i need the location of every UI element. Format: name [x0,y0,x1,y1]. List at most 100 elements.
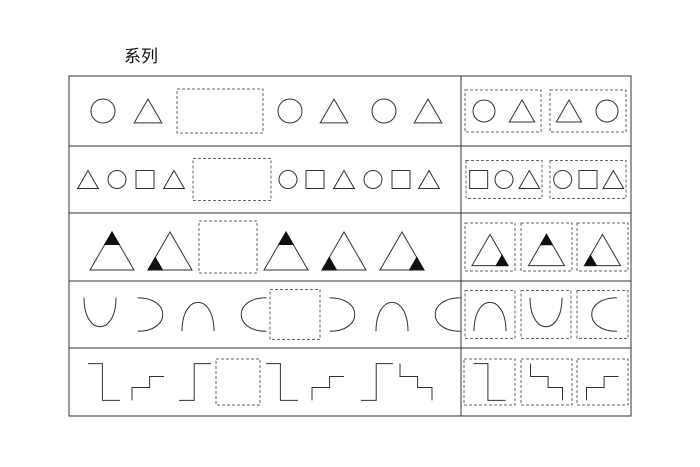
step-line [399,363,433,401]
triangle-outline [555,99,583,123]
square-outline [305,170,325,189]
triangle-outline [379,230,425,271]
outer-frame [68,75,632,417]
triangle-right-black-shape [471,233,509,267]
circle-shape [371,98,397,124]
arc-curve [375,302,409,332]
page-title: 系列 [124,47,158,67]
circle-outline [363,170,383,189]
triangle-outline [413,98,443,124]
circle-outline [595,99,619,123]
triangle-top-black-shape [263,230,309,271]
square-shape [578,170,598,189]
triangle-outline [89,230,135,271]
answer-option-box [576,358,629,406]
arc-curve [137,297,164,332]
triangle-shape [413,98,443,124]
answer-option-box [520,358,573,406]
arc-curve [434,297,461,332]
arc-open-down-shape [181,302,215,332]
answer-blank-box [269,289,321,340]
answer-option-box [520,290,572,339]
black-corner [103,230,121,246]
triangle-outline [583,233,622,267]
arc-open-left-shape [329,297,356,332]
circle-outline [90,98,116,124]
step-a-shape [473,363,506,401]
triangle-left-black-shape [147,230,193,271]
arc-curve [83,297,117,327]
step-b-shape [311,375,344,401]
answer-blank-box [192,158,272,201]
answer-option [576,222,629,272]
circle-shape [494,170,514,189]
arc-curve [529,297,563,327]
triangle-left-black-shape [321,230,367,271]
step-line [179,363,211,401]
answer-blank [198,220,258,274]
answer-option-box [463,358,516,406]
answer-option-box [576,290,629,339]
black-corner [408,256,425,271]
circle-shape [90,98,116,124]
step-line [530,363,563,401]
circle-shape [472,99,496,123]
circle-shape [595,99,619,123]
triangle-outline [162,169,186,189]
triangle-outline [321,230,367,271]
circle-shape [363,170,383,189]
step-line [361,363,393,401]
circle-shape [553,170,573,189]
circle-outline [553,170,573,189]
triangle-shape [518,169,541,189]
step-c-shape [179,363,211,401]
answer-option [463,358,516,406]
black-corner [539,233,554,246]
black-corner [277,230,295,246]
triangle-outline [332,169,356,189]
arc-open-right-shape [240,297,267,332]
answer-option-box [549,160,627,199]
step-d-shape [530,363,563,401]
square-outline [135,170,155,189]
arc-open-down-shape [473,302,507,332]
triangle-shape [76,169,100,189]
step-line [131,375,164,401]
answer-blank-box [176,88,264,134]
arc-open-left-shape [137,297,164,332]
arc-open-right-shape [434,297,461,332]
puzzle-shapes [76,88,629,406]
circle-outline [371,98,397,124]
answer-blank [192,158,272,201]
arc-open-up-shape [83,297,117,327]
circle-outline [278,170,298,189]
step-a-shape [88,363,120,401]
answer-option [549,89,627,133]
answer-option [549,160,627,199]
triangle-left-black-shape [583,233,622,267]
puzzle-grid [68,75,632,417]
arc-curve [591,297,617,332]
circle-outline [277,98,303,124]
square-outline [578,170,598,189]
triangle-top-black-shape [89,230,135,271]
answer-option-box [520,222,573,272]
arc-curve [240,297,267,332]
answer-option-box [464,89,542,133]
answer-option-box [576,222,629,272]
triangle-outline [417,169,441,189]
answer-option [576,290,629,339]
black-corner [583,254,598,267]
circle-outline [107,170,127,189]
arc-curve [181,302,215,332]
triangle-right-black-shape [379,230,425,271]
black-corner [495,254,509,267]
triangle-shape [602,169,625,189]
square-shape [391,170,411,189]
square-shape [305,170,325,189]
arc-curve [329,297,356,332]
black-corner [147,256,164,271]
answer-option-box [465,160,543,199]
answer-option [520,290,572,339]
